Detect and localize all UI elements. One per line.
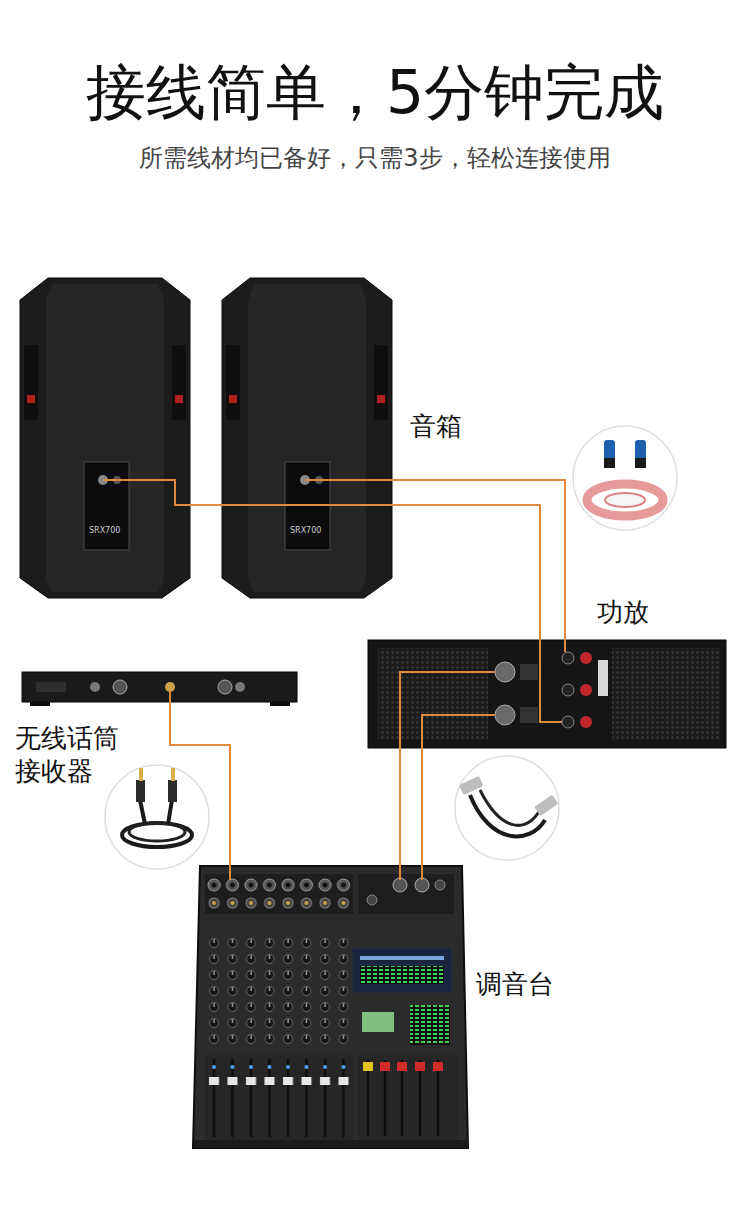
speaker-cable-icon: [573, 426, 677, 530]
page-title: 接线简单，5分钟完成: [0, 56, 750, 128]
jack-cable-icon: [105, 765, 209, 869]
speakers-group: 音箱: [20, 278, 392, 598]
wire-stub: [103, 480, 565, 880]
wireless-receiver: [22, 672, 297, 706]
speaker-cabinet: [222, 278, 392, 598]
amplifier-box: 功放: [368, 640, 726, 748]
model-label: SRX700: [290, 527, 321, 536]
device-label: 功放: [597, 596, 649, 629]
cable-connector: [421, 748, 423, 866]
device-label: 无线话筒接收器: [15, 722, 125, 787]
device-label: 调音台: [476, 968, 554, 1001]
cable-connector: [392, 480, 565, 640]
cable-connector: [392, 505, 540, 640]
power-amplifier: [368, 640, 726, 748]
cable-connector: [170, 702, 230, 866]
cable-connector: [399, 748, 401, 866]
model-label: SRX700: [89, 527, 120, 536]
page-caption: 所需线材均已备好，只需3步，轻松连接使用: [0, 143, 750, 174]
xlr-cable-icon: [455, 756, 559, 860]
mixer-box: 调音台: [193, 866, 468, 1148]
receiver-box: 无线话筒接收器: [22, 672, 297, 702]
mixing-console: [193, 866, 468, 1148]
speaker-cabinet: [20, 278, 190, 598]
device-label: 音箱: [410, 410, 462, 443]
